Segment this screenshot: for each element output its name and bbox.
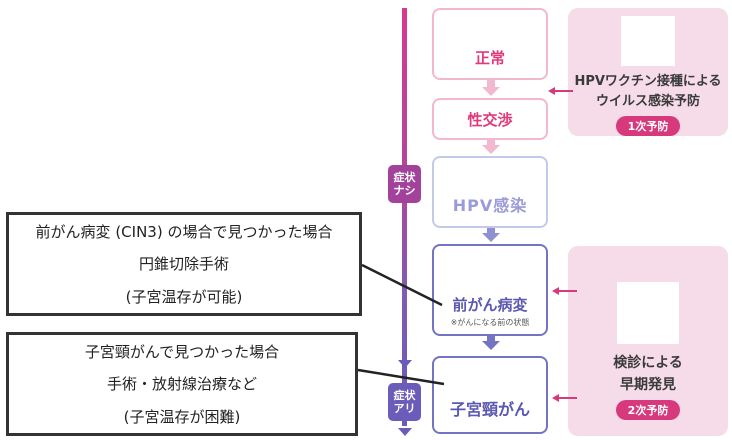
callout-line: (子宮温存が困難) [123,408,241,427]
stage-normal: 正常 [432,8,548,80]
stage-cervical-cancer: 子宮頸がん [432,356,548,434]
arrow-left-icon [548,87,573,95]
connector-precancer [361,263,443,307]
panel-image-placeholder [621,16,675,66]
flow-arrow-down-icon [482,341,500,350]
callout-line: 円錐切除手術 [138,255,229,274]
panel-text-line: HPVワクチン接種による [574,74,722,89]
arrow-left-icon [552,394,577,402]
callout-line: (子宮温存が可能) [125,288,243,307]
primary-prevention-panel: HPVワクチン接種による ウイルス感染予防 1次予防 [568,8,728,136]
stage-precancer: 前がん病変 ※がんになる前の状態 [432,244,548,336]
cancer-treatment-callout: 子宮頸がんで見つかった場合 手術・放射線治療など (子宮温存が困難) [6,332,358,436]
symptom-none-badge: 症状 ナシ [388,165,421,203]
stage-label: HPV感染 [452,196,528,215]
badge-line: アリ [393,402,416,415]
callout-line: 子宮頸がんで見つかった場合 [84,342,280,361]
flow-arrow-down-icon [482,145,500,154]
stage-label: 正常 [474,49,505,67]
secondary-prevention-panel: 検診による 早期発見 2次予防 [568,246,728,436]
stage-hpv-infection: HPV感染 [432,156,548,228]
callout-line: 手術・放射線治療など [106,375,257,394]
flow-arrow-stem [487,140,495,146]
secondary-prevention-badge: 2次予防 [615,400,681,420]
badge-line: 症状 [393,389,416,402]
flow-arrow-stem [487,80,495,88]
flow-arrow-stem [487,336,495,342]
stage-label: 性交渉 [467,110,513,129]
panel-text-line: 検診による [613,355,683,371]
stage-label: 子宮頸がん [449,400,530,419]
timeline-arrow-mid [398,360,412,368]
primary-prevention-badge: 1次予防 [615,116,681,136]
callout-line: 前がん病変 (CIN3) の場合で見つかった場合 [35,222,333,241]
badge-line: 症状 [393,171,416,184]
flow-arrow-down-icon [482,87,500,96]
stage-intercourse: 性交渉 [432,98,548,140]
flow-arrow-down-icon [482,233,500,242]
timeline-bar [402,8,407,426]
stage-note: ※がんになる前の状態 [450,318,530,327]
panel-image-placeholder [617,282,679,344]
connector-cancer [357,368,445,386]
panel-text-line: 早期発見 [620,377,676,393]
timeline-arrow-end [398,428,412,436]
badge-line: ナシ [393,184,416,197]
arrow-left-icon [552,287,577,295]
precancer-treatment-callout: 前がん病変 (CIN3) の場合で見つかった場合 円錐切除手術 (子宮温存が可能… [6,212,362,316]
symptom-present-badge: 症状 アリ [388,383,421,421]
flow-arrow-stem [487,228,495,234]
panel-text-line: ウイルス感染予防 [595,94,700,109]
stage-label: 前がん病変 [452,296,528,314]
